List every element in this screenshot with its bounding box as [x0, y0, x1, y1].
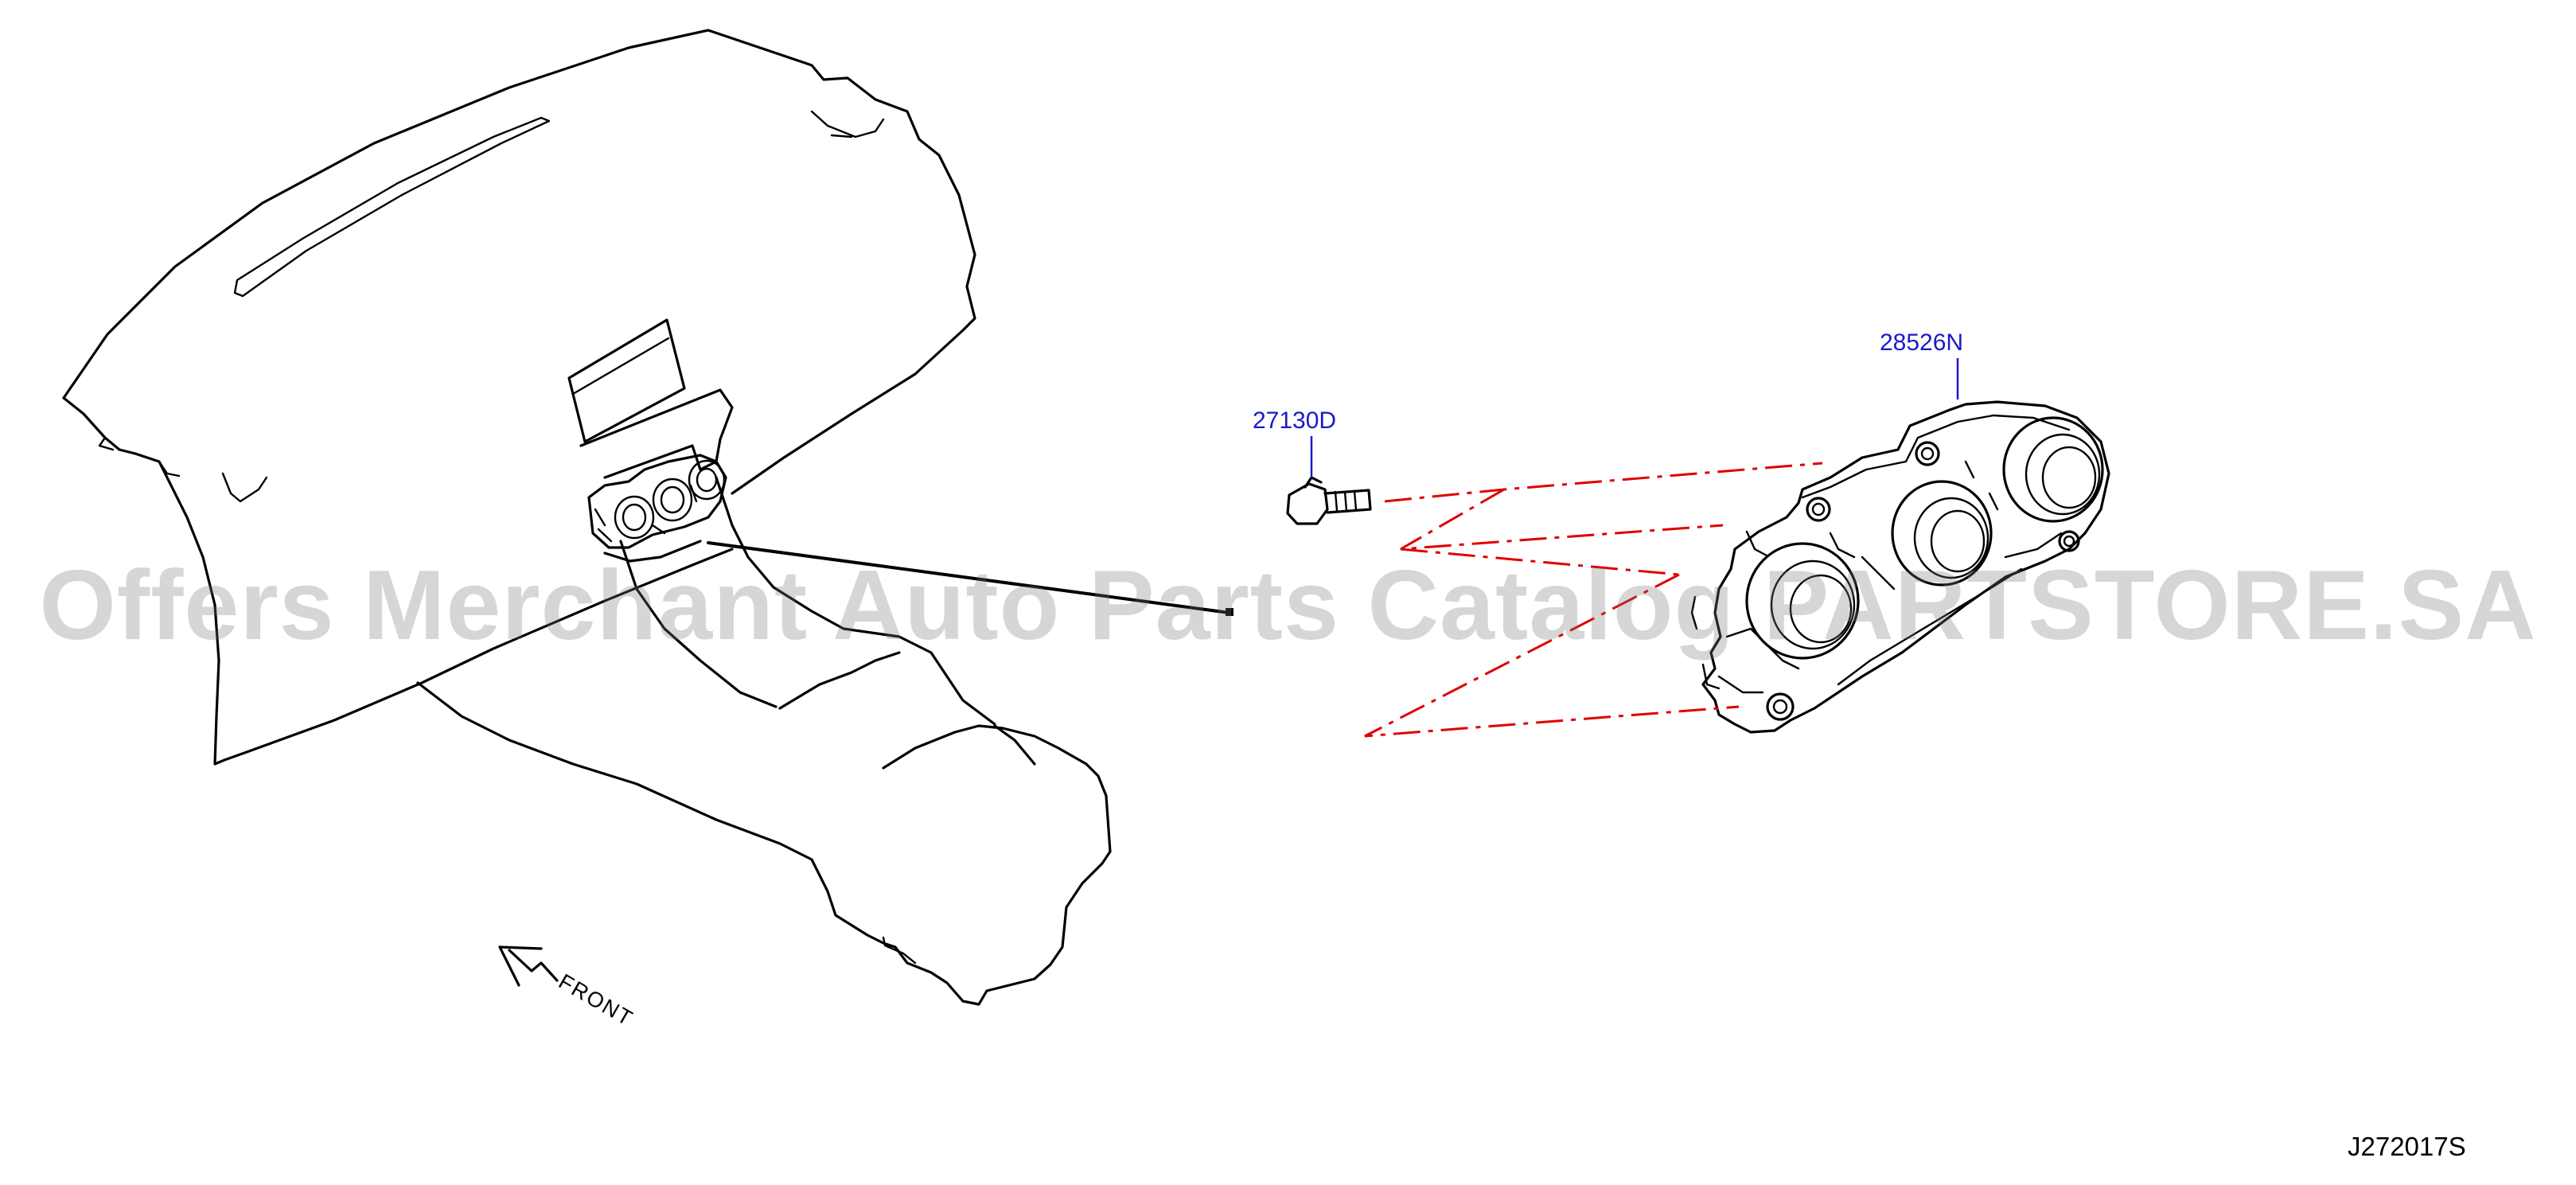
part-label-28526n[interactable]: 28526N — [1880, 329, 1964, 356]
front-arrow-icon — [498, 945, 559, 987]
pointer-line — [707, 541, 1231, 614]
part-label-27130d[interactable]: 27130D — [1253, 407, 1337, 434]
instrument-panel-outline — [62, 29, 1112, 1006]
installed-control-unit — [587, 454, 727, 563]
assembly-leader-lines — [1364, 462, 1823, 738]
diagram-code: J272017S — [2348, 1132, 2466, 1161]
ac-control-unit-28526n — [1690, 400, 2110, 734]
screw-27130d — [1286, 476, 1372, 525]
pointer-dot — [1226, 608, 1233, 616]
